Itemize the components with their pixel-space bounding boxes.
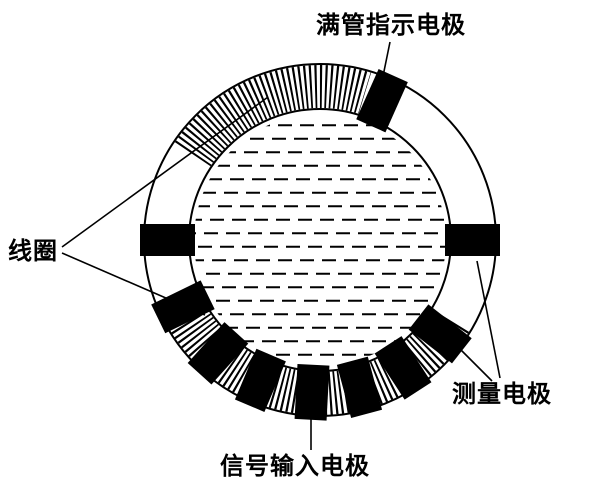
electrode-bottom-6 <box>374 336 432 400</box>
liquid-fill <box>194 124 446 356</box>
electrode-bottom-1 <box>151 280 215 334</box>
measuring-electrode-lower-right <box>408 304 472 364</box>
full-pipe-indicator-electrode <box>356 69 408 133</box>
measuring-electrode-right <box>445 224 500 256</box>
signal-input-electrode <box>294 363 330 421</box>
leader-measuring-right <box>476 260 501 379</box>
electrode-left <box>140 224 195 256</box>
leader-coil-lower <box>61 252 206 316</box>
leader-measuring-lower <box>439 328 493 382</box>
leader-full-pipe-indicator <box>380 41 391 87</box>
label-measuring-electrode: 测量电极 <box>452 380 552 408</box>
electrode-bottom-3 <box>234 348 286 412</box>
coil-winding-top <box>174 65 372 167</box>
label-coil: 线圈 <box>8 237 58 265</box>
leader-coil-upper <box>61 96 269 248</box>
label-signal-input-electrode: 信号输入电极 <box>220 452 370 480</box>
electrode-bottom-5 <box>336 356 383 419</box>
label-full-pipe-indicator-electrode: 满管指示电极 <box>316 11 466 39</box>
electrode-bottom-2 <box>187 322 249 385</box>
